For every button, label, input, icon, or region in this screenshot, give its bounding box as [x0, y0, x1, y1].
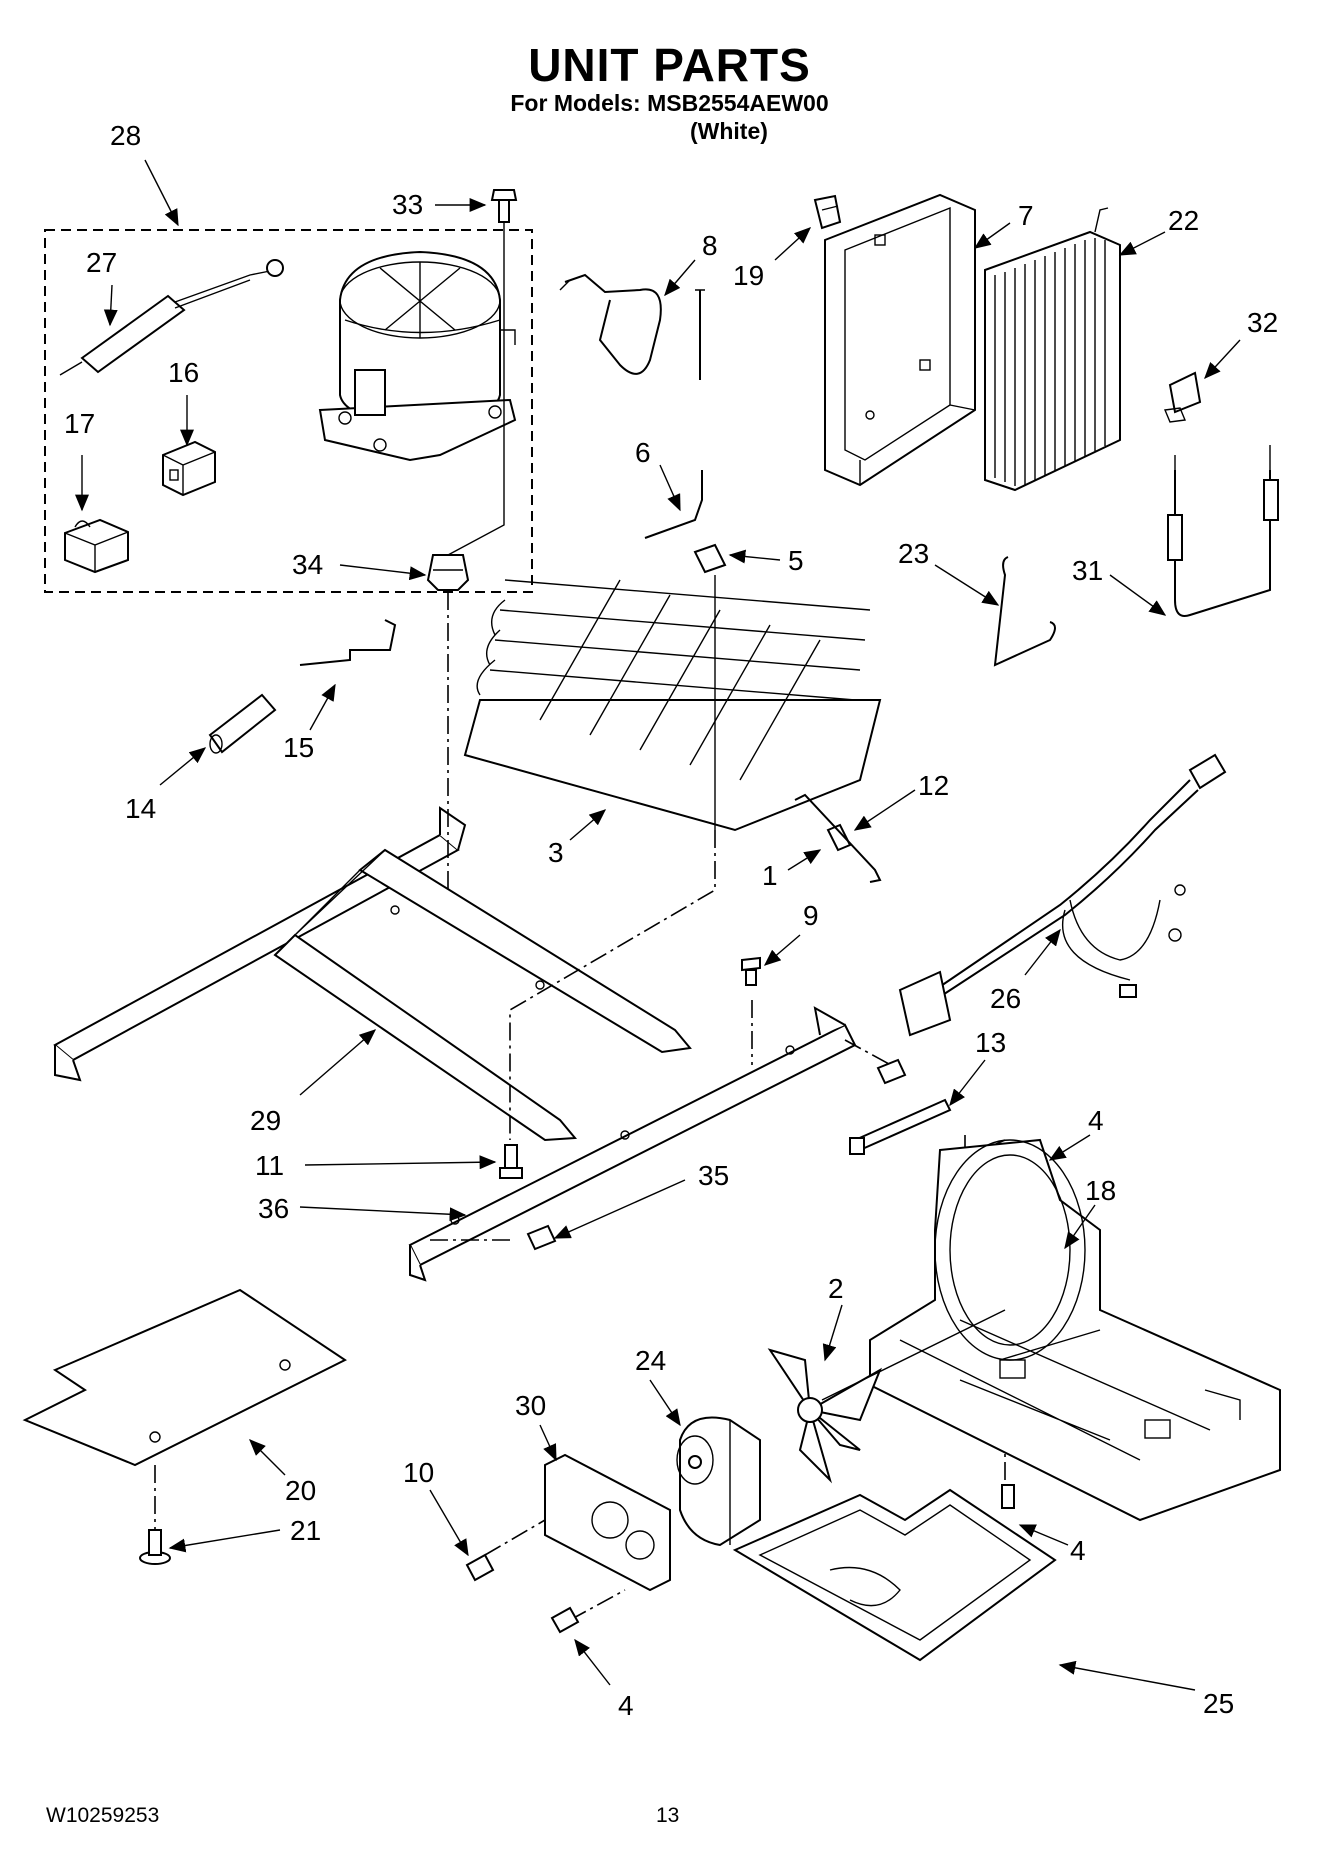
- motor-bracket-30: [544, 1453, 671, 1592]
- screw-11: [499, 1144, 523, 1179]
- push-pin-21: [139, 1529, 171, 1565]
- callout-35: 35: [698, 1160, 729, 1191]
- screw-12: [826, 823, 852, 852]
- drain-pan-25: [732, 1488, 1057, 1662]
- callout-33: 33: [392, 189, 423, 220]
- tube-6: [644, 470, 703, 539]
- alignment-lines: [154, 592, 1006, 1621]
- clip-19: [813, 194, 842, 230]
- callout-7: 7: [1018, 200, 1034, 231]
- callout-30: 30: [515, 1390, 546, 1421]
- callout-1: 1: [762, 860, 778, 891]
- callout-22: 22: [1168, 205, 1199, 236]
- callout-4b: 4: [1070, 1535, 1086, 1566]
- screw-35: [526, 1058, 907, 1251]
- wire-harness-26: [898, 753, 1227, 1037]
- screw-10: [465, 1553, 495, 1582]
- bolt-33: [447, 189, 518, 556]
- callout-20: 20: [285, 1475, 316, 1506]
- fan-motor-24: [676, 1416, 761, 1547]
- overload-17: [64, 518, 129, 574]
- relay-16: [162, 440, 216, 497]
- callout-18: 18: [1085, 1175, 1116, 1206]
- leader-lines: [75, 159, 1241, 1691]
- bracket-32: [1164, 371, 1202, 423]
- callout-4: 4: [1088, 1105, 1104, 1136]
- page-number: 13: [656, 1804, 680, 1827]
- models-line: For Models: MSB2554AEW00: [510, 90, 829, 116]
- tube-8: [559, 273, 705, 380]
- compressor-kit-box: [44, 229, 533, 593]
- condenser-3: [463, 575, 882, 832]
- callout-25: 25: [1203, 1688, 1234, 1719]
- frame-rails: [53, 806, 857, 1282]
- compressor: [318, 250, 517, 462]
- evaporator-cover-7: [824, 193, 976, 487]
- fan-blade-2: [767, 1309, 1006, 1484]
- machine-compartment-base-18: [869, 1138, 1281, 1522]
- callout-labels: 28 33 27 16 17 34 8 19 7 22 32 6 5 23 31…: [64, 120, 1278, 1721]
- cover-panel-20: [22, 1288, 347, 1467]
- wire-23: [993, 556, 1056, 667]
- callout-24: 24: [635, 1345, 666, 1376]
- tube-31: [1167, 445, 1279, 617]
- callout-8: 8: [702, 230, 718, 261]
- spring-15: [299, 619, 397, 666]
- callout-29: 29: [250, 1105, 281, 1136]
- evaporator-22: [984, 207, 1121, 492]
- callout-9: 9: [803, 900, 819, 931]
- bracket-1: [794, 793, 882, 883]
- cable-tie-13: [849, 1098, 952, 1155]
- callout-11: 11: [255, 1150, 284, 1181]
- start-device-27: [59, 259, 284, 376]
- callout-17: 17: [64, 408, 95, 439]
- callout-12: 12: [918, 770, 949, 801]
- callout-21: 21: [290, 1515, 321, 1546]
- callout-23: 23: [898, 538, 929, 569]
- screw-9: [741, 956, 761, 986]
- clip-5: [693, 543, 727, 574]
- callout-27: 27: [86, 247, 117, 278]
- callout-34: 34: [292, 549, 323, 580]
- callout-4c: 4: [618, 1690, 634, 1721]
- callout-13: 13: [975, 1027, 1006, 1058]
- callout-31: 31: [1072, 555, 1103, 586]
- callout-36: 36: [258, 1193, 289, 1224]
- callout-26: 26: [990, 983, 1021, 1014]
- page-title: UNIT PARTS: [528, 39, 811, 91]
- callout-6: 6: [635, 437, 651, 468]
- callout-16: 16: [168, 357, 199, 388]
- callout-2: 2: [828, 1273, 844, 1304]
- callout-28: 28: [110, 120, 141, 151]
- insulation-tube-14: [208, 693, 277, 754]
- grommet-34: [426, 554, 470, 591]
- callout-19: 19: [733, 260, 764, 291]
- callout-32: 32: [1247, 307, 1278, 338]
- callout-5: 5: [788, 545, 804, 576]
- color-line: (White): [690, 118, 768, 144]
- document-number: W10259253: [46, 1804, 160, 1827]
- callout-14: 14: [125, 793, 156, 824]
- callout-3: 3: [548, 837, 564, 868]
- callout-15: 15: [283, 732, 314, 763]
- callout-10: 10: [403, 1457, 434, 1488]
